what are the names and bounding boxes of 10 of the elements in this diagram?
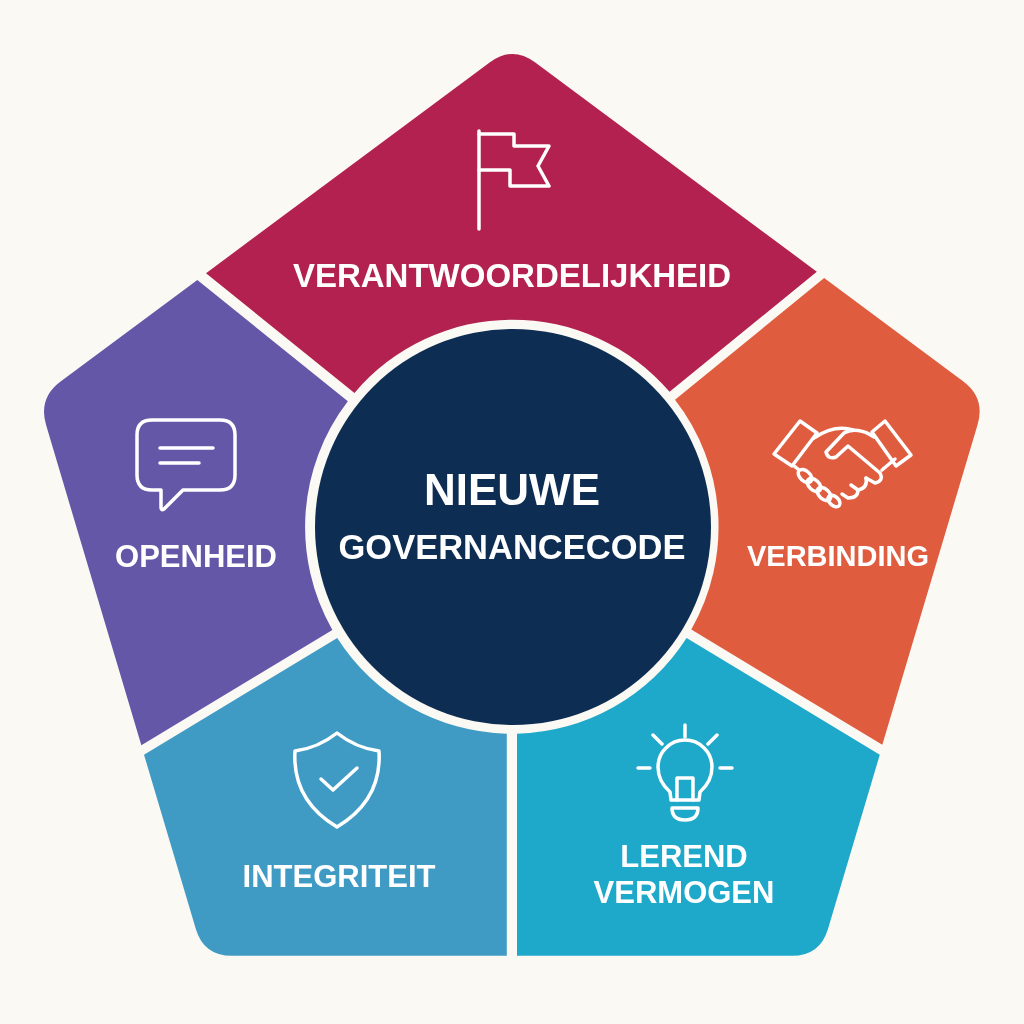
pentagon-segment xyxy=(205,54,817,394)
center-subtitle: GOVERNANCECODE xyxy=(338,528,686,568)
pentagon-segment xyxy=(517,638,880,956)
segment-label: VERANTWOORDELIJKHEID xyxy=(292,257,732,295)
pentagon-segment xyxy=(144,638,507,956)
segment-label: INTEGRITEIT xyxy=(242,859,436,895)
center-title: NIEUWE xyxy=(424,464,600,516)
segment-label: VERBINDING xyxy=(746,540,929,574)
segment-label: LEREND VERMOGEN xyxy=(593,839,775,911)
segment-label: OPENHEID xyxy=(115,539,277,575)
